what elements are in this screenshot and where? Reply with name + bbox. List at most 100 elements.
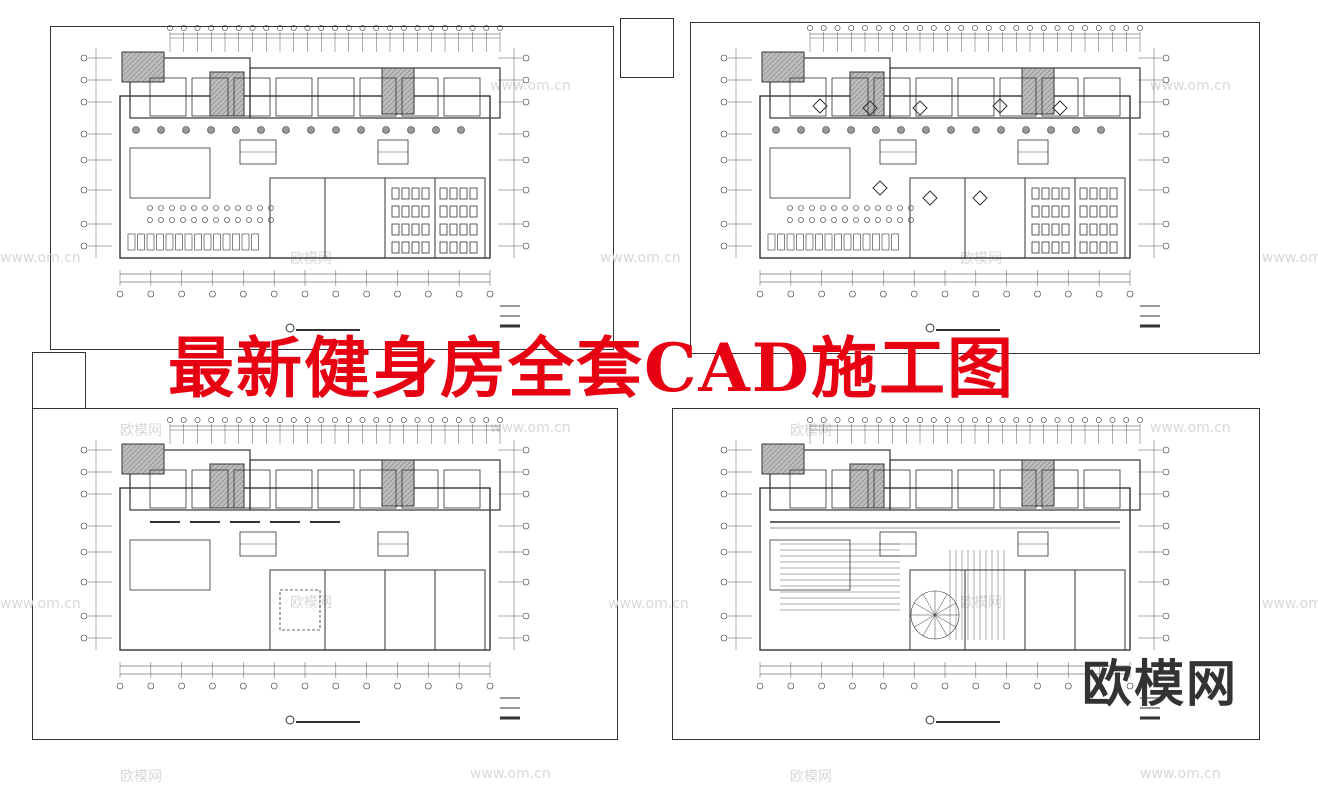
room — [269, 177, 326, 259]
grid-bubble — [880, 290, 887, 298]
treadmill — [786, 233, 795, 251]
grid-bubble — [1082, 25, 1088, 31]
grid-bubble — [1162, 54, 1170, 62]
plant — [1047, 126, 1055, 134]
plant — [872, 126, 880, 134]
treadmill — [146, 233, 155, 251]
grid-bubble — [80, 578, 88, 586]
watermark-text: 欧模网 — [120, 769, 162, 785]
equipment — [202, 217, 208, 223]
grid-bubble — [1162, 242, 1170, 250]
hatch-line — [880, 112, 885, 117]
grid-bubble — [522, 522, 530, 530]
grid-bubble — [834, 417, 841, 423]
hatch-line — [230, 494, 245, 509]
room — [317, 469, 355, 509]
hatch-line — [849, 77, 885, 113]
grid-bubble — [263, 25, 270, 31]
equipment — [798, 205, 804, 211]
grid-bubble — [807, 417, 813, 423]
light-fixture — [1052, 100, 1068, 116]
ceiling-feature — [934, 614, 948, 636]
bike — [411, 187, 420, 200]
hatch-line — [850, 82, 885, 117]
grid-bubble — [849, 682, 856, 690]
bike — [1061, 205, 1070, 218]
hatch-line — [381, 67, 388, 74]
grid-bubble — [167, 417, 173, 423]
light-fixture — [862, 100, 878, 116]
equipment — [798, 217, 804, 223]
grid-bubble — [80, 130, 88, 138]
bike — [1041, 187, 1050, 200]
plant — [282, 126, 290, 134]
grid-bubble — [270, 682, 278, 690]
grid-bubble — [1126, 682, 1134, 690]
grid-bubble — [972, 25, 978, 31]
grid-bubble — [80, 220, 88, 228]
watermark-text: www.om.cn — [600, 250, 681, 266]
hatch-line — [849, 71, 866, 88]
bike — [401, 187, 410, 200]
grid-bubble — [1162, 156, 1170, 164]
room — [129, 539, 211, 591]
hatch-line — [1021, 459, 1053, 491]
grid-bubble — [944, 25, 951, 31]
grid-bubble — [469, 417, 476, 423]
room — [909, 569, 966, 651]
watermark-text: www.om.cn — [490, 78, 571, 94]
hatch-line — [395, 95, 415, 115]
hatch-line — [209, 71, 231, 93]
room — [317, 77, 355, 117]
hatch-line — [151, 461, 165, 475]
room — [915, 77, 953, 117]
equipment — [820, 205, 826, 211]
room — [249, 67, 501, 119]
room — [1041, 469, 1079, 509]
grid-bubble — [756, 290, 764, 298]
hatch-line — [410, 502, 415, 507]
grid-bubble — [522, 76, 530, 84]
hatch-line — [796, 466, 805, 475]
bike — [1079, 205, 1088, 218]
watermark-logo: 欧模网 — [1082, 655, 1238, 713]
hatch-line — [215, 87, 245, 117]
grid-bubble — [442, 25, 448, 31]
grid-bubble — [1082, 417, 1088, 423]
grid-bubble — [240, 682, 247, 690]
hatch-line — [1021, 459, 1033, 471]
grid-bubble — [720, 446, 728, 454]
hatch-line — [381, 80, 415, 114]
grid-bubble — [820, 25, 827, 31]
grid-bubble — [1013, 417, 1020, 423]
hatch-line — [761, 51, 778, 68]
room — [191, 77, 229, 117]
equipment — [809, 217, 815, 223]
grid-bubble — [875, 417, 882, 423]
grid-bubble — [428, 417, 435, 423]
grid-bubble — [889, 25, 896, 31]
grid-bubble — [720, 98, 728, 106]
grid-bubble — [807, 25, 813, 31]
hatch-line — [209, 71, 221, 83]
hatch-line — [209, 463, 236, 490]
grid-bubble — [180, 25, 187, 31]
treadmill — [137, 233, 145, 251]
room — [769, 147, 851, 199]
room — [873, 77, 911, 117]
hatch-line — [781, 451, 805, 475]
grid-bubble — [345, 25, 352, 31]
ceiling-feature — [910, 590, 960, 640]
treadmill — [232, 233, 240, 251]
grid-bubble — [240, 290, 247, 298]
equipment — [886, 205, 892, 211]
grid-bubble — [985, 25, 992, 31]
grid-bubble — [1040, 417, 1047, 423]
hatch-line — [791, 69, 805, 83]
bike — [459, 187, 468, 200]
hatch-line — [849, 469, 885, 505]
treadmill — [156, 233, 164, 251]
grid-bubble — [318, 417, 325, 423]
hatch-line — [761, 443, 793, 475]
grid-bubble — [522, 220, 530, 228]
